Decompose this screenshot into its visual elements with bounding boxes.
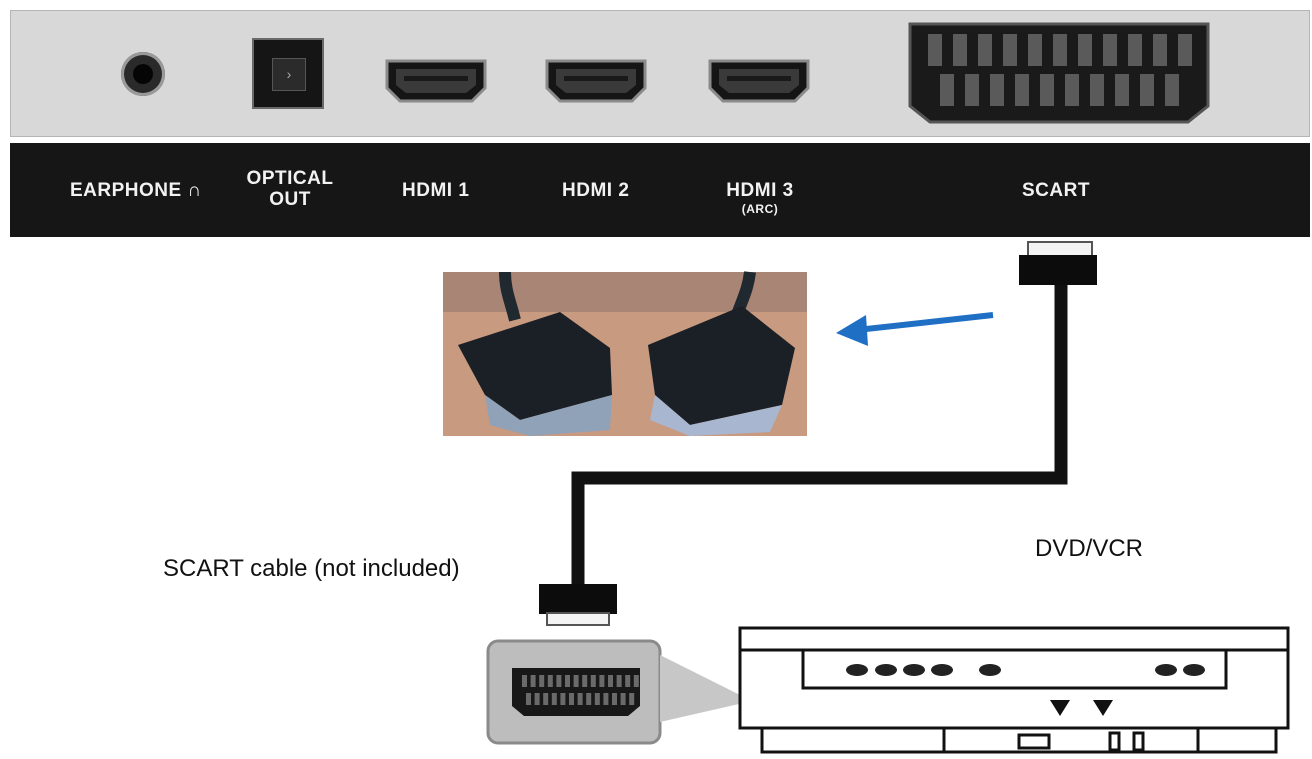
earphone-label: EARPHONE ∩ (70, 180, 202, 201)
hdmi1-port-icon (385, 59, 487, 103)
device-buttons (846, 664, 1205, 676)
scart-plug-device-icon (539, 584, 617, 626)
earphone-jack-icon (121, 52, 165, 96)
port-label-bar: EARPHONE ∩ OPTICAL OUT HDMI 1 HDMI 2 HDM… (10, 143, 1310, 237)
scart-cable-label: SCART cable (not included) (163, 555, 460, 582)
hdmi3-label-sub: (ARC) (741, 202, 779, 216)
device-arrow-indicators (1050, 700, 1113, 716)
scart-port-icon (908, 22, 1210, 124)
hdmi3-label-main: HDMI 3 (726, 180, 794, 201)
scart-label: SCART (1022, 180, 1090, 201)
hdmi1-label: HDMI 1 (402, 180, 470, 201)
scart-plug-tv-icon (1019, 241, 1097, 285)
optical-out-label: OPTICAL OUT (240, 168, 340, 210)
scart-cable (571, 282, 1068, 588)
device-scart-port-icon (486, 639, 752, 745)
hdmi3-port-icon (708, 59, 810, 103)
hdmi2-label: HDMI 2 (562, 180, 630, 201)
optical-port-icon: › (252, 38, 324, 109)
dvd-vcr-label: DVD/VCR (1035, 535, 1144, 562)
optical-label-line1: OPTICAL (246, 168, 334, 189)
hdmi3-label: HDMI 3 (ARC) (710, 180, 810, 217)
arrow-left-icon (836, 312, 994, 346)
optical-label-line2: OUT (269, 189, 311, 210)
dvd-vcr-device-icon (738, 626, 1290, 754)
scart-cable-photo (443, 271, 807, 436)
hdmi2-port-icon (545, 59, 647, 103)
